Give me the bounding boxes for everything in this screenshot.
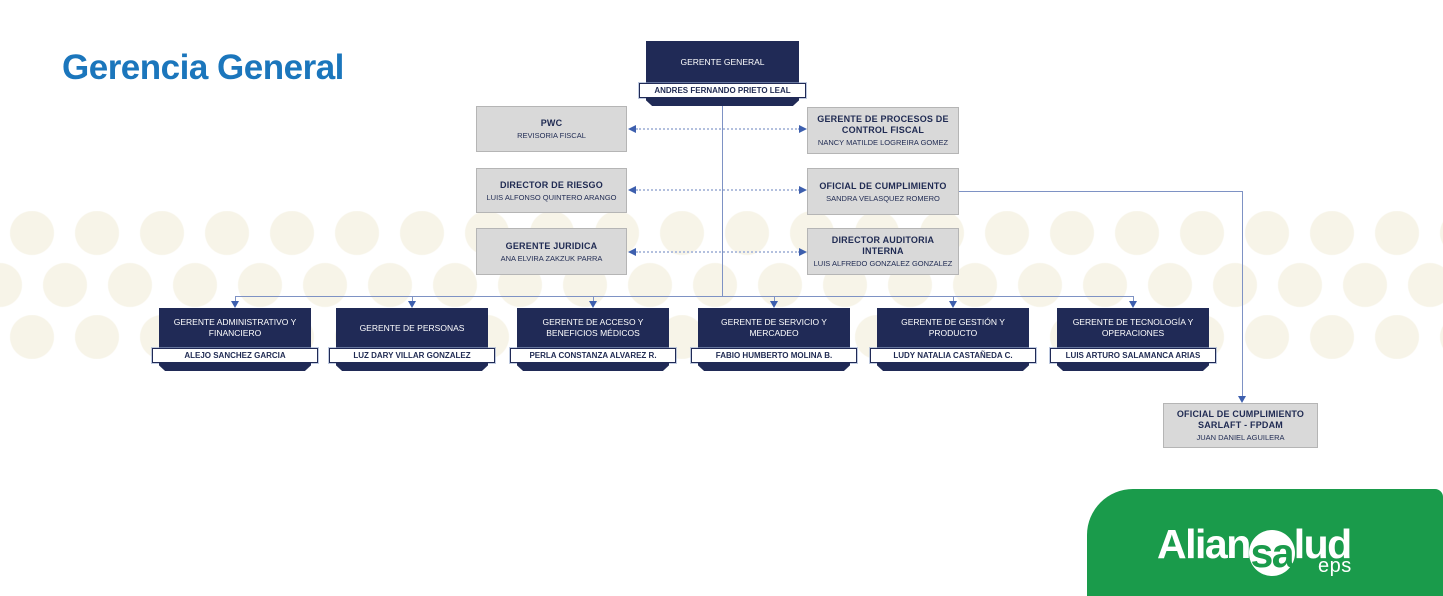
org-box-name: LUZ DARY VILLAR GONZALEZ xyxy=(329,348,495,363)
org-box-name: NANCY MATILDE LOGREIRA GOMEZ xyxy=(817,138,949,147)
org-box-procesos-control-fiscal: GERENTE DE PROCESOS DE CONTROL FISCAL NA… xyxy=(807,107,959,154)
org-box-name: LUDY NATALIA CASTAÑEDA C. xyxy=(870,348,1036,363)
org-box-base xyxy=(517,363,669,371)
wordmark-circle-letters: sa xyxy=(1250,530,1294,576)
org-box-name: SANDRA VELASQUEZ ROMERO xyxy=(826,193,940,203)
org-box-title: DIRECTOR AUDITORIA INTERNA xyxy=(831,235,935,256)
stub-line xyxy=(1133,296,1134,302)
org-box-name: LUIS ALFONSO QUINTERO ARANGO xyxy=(486,192,617,202)
org-box-title: GERENTE JURIDICA xyxy=(505,240,598,251)
sarlaft-link-vertical xyxy=(1242,191,1243,396)
root-trunk-line xyxy=(722,103,723,296)
page-title: Gerencia General xyxy=(62,48,344,87)
org-box-name: REVISORIA FISCAL xyxy=(517,131,586,140)
org-box-name: ALEJO SANCHEZ GARCIA xyxy=(152,348,318,363)
org-box-title: GERENTE DE PROCESOS DE CONTROL FISCAL xyxy=(817,114,949,135)
advisor-dotted-line xyxy=(636,251,800,253)
org-box-oficial-cumplimiento: OFICIAL DE CUMPLIMIENTO SANDRA VELASQUEZ… xyxy=(807,168,959,215)
arrow-left-icon xyxy=(628,186,636,194)
org-box-title: GERENTE DE SERVICIO Y MERCADEO xyxy=(698,308,850,348)
arrow-left-icon xyxy=(628,125,636,133)
org-box-title: GERENTE DE ACCESO Y BENEFICIOS MÉDICOS xyxy=(517,308,669,348)
org-box-title: GERENTE DE GESTIÓN Y PRODUCTO xyxy=(877,308,1029,348)
arrow-down-icon xyxy=(769,301,778,308)
org-box-gerente-acceso: GERENTE DE ACCESO Y BENEFICIOS MÉDICOS P… xyxy=(510,308,676,371)
arrow-right-icon xyxy=(799,125,807,133)
org-box-base xyxy=(336,363,488,371)
org-box-gerente-juridica: GERENTE JURIDICA ANA ELVIRA ZAKZUK PARRA xyxy=(476,228,627,275)
arrow-down-icon xyxy=(948,301,957,308)
org-box-gerente-general: GERENTE GENERAL ANDRES FERNANDO PRIETO L… xyxy=(639,41,806,106)
org-box-title: OFICIAL DE CUMPLIMIENTO xyxy=(819,180,947,191)
org-box-gerente-tecnologia: GERENTE DE TECNOLOGÍA Y OPERACIONES LUIS… xyxy=(1050,308,1216,371)
org-box-name: FABIO HUMBERTO MOLINA B. xyxy=(691,348,857,363)
org-box-name: JUAN DANIEL AGUILERA xyxy=(1196,433,1285,442)
org-box-base xyxy=(877,363,1029,371)
org-box-base xyxy=(646,98,799,106)
org-box-director-riesgo: DIRECTOR DE RIESGO LUIS ALFONSO QUINTERO… xyxy=(476,168,627,213)
arrow-right-icon xyxy=(799,248,807,256)
org-box-pwc: PWC REVISORIA FISCAL xyxy=(476,106,627,152)
org-box-title: GERENTE DE PERSONAS xyxy=(336,308,488,348)
sarlaft-link-horizontal xyxy=(959,191,1243,192)
arrow-down-icon xyxy=(1238,396,1246,403)
org-box-title: DIRECTOR DE RIESGO xyxy=(500,179,603,190)
org-box-title: OFICIAL DE CUMPLIMIENTO xyxy=(1176,409,1305,419)
wordmark-prefix: Alian xyxy=(1157,521,1251,567)
wordmark-circle: sa xyxy=(1248,530,1295,576)
stub-line xyxy=(235,296,236,302)
org-box-title: GERENTE DE TECNOLOGÍA Y OPERACIONES xyxy=(1057,308,1209,348)
org-box-name: ANA ELVIRA ZAKZUK PARRA xyxy=(500,253,603,263)
eps-label: eps xyxy=(1318,555,1352,577)
org-box-name: PERLA CONSTANZA ALVAREZ R. xyxy=(510,348,676,363)
wordmark-suffix: lud xyxy=(1293,521,1352,567)
org-box-title: GERENTE ADMINISTRATIVO Y FINANCIERO xyxy=(159,308,311,348)
stub-line xyxy=(593,296,594,302)
stub-line xyxy=(774,296,775,302)
org-box-name: LUIS ARTURO SALAMANCA ARIAS xyxy=(1050,348,1216,363)
org-box-gerente-gestion: GERENTE DE GESTIÓN Y PRODUCTO LUDY NATAL… xyxy=(870,308,1036,371)
advisor-dotted-line xyxy=(636,189,800,191)
advisor-dotted-line xyxy=(636,128,800,130)
org-box-base xyxy=(159,363,311,371)
reports-rail-line xyxy=(235,296,1133,297)
org-box-director-auditoria: DIRECTOR AUDITORIA INTERNA LUIS ALFREDO … xyxy=(807,228,959,275)
org-box-name: LUIS ALFREDO GONZALEZ GONZALEZ xyxy=(813,259,953,268)
org-box-base xyxy=(698,363,850,371)
org-box-name: ANDRES FERNANDO PRIETO LEAL xyxy=(639,83,806,98)
arrow-down-icon xyxy=(588,301,597,308)
org-box-gerente-servicio: GERENTE DE SERVICIO Y MERCADEO FABIO HUM… xyxy=(691,308,857,371)
arrow-down-icon xyxy=(230,301,239,308)
org-box-title: GERENTE GENERAL xyxy=(646,41,799,83)
arrow-right-icon xyxy=(799,186,807,194)
org-box-sarlaft: OFICIAL DE CUMPLIMIENTO SARLAFT - FPDAM … xyxy=(1163,403,1318,448)
org-box-subtitle: SARLAFT - FPDAM xyxy=(1198,420,1283,430)
org-box-gerente-personas: GERENTE DE PERSONAS LUZ DARY VILLAR GONZ… xyxy=(329,308,495,371)
arrow-down-icon xyxy=(407,301,416,308)
stub-line xyxy=(953,296,954,302)
org-box-title: PWC xyxy=(540,118,563,128)
org-box-base xyxy=(1057,363,1209,371)
arrow-down-icon xyxy=(1128,301,1137,308)
arrow-left-icon xyxy=(628,248,636,256)
stub-line xyxy=(412,296,413,302)
org-box-gerente-administrativo: GERENTE ADMINISTRATIVO Y FINANCIERO ALEJ… xyxy=(152,308,318,371)
